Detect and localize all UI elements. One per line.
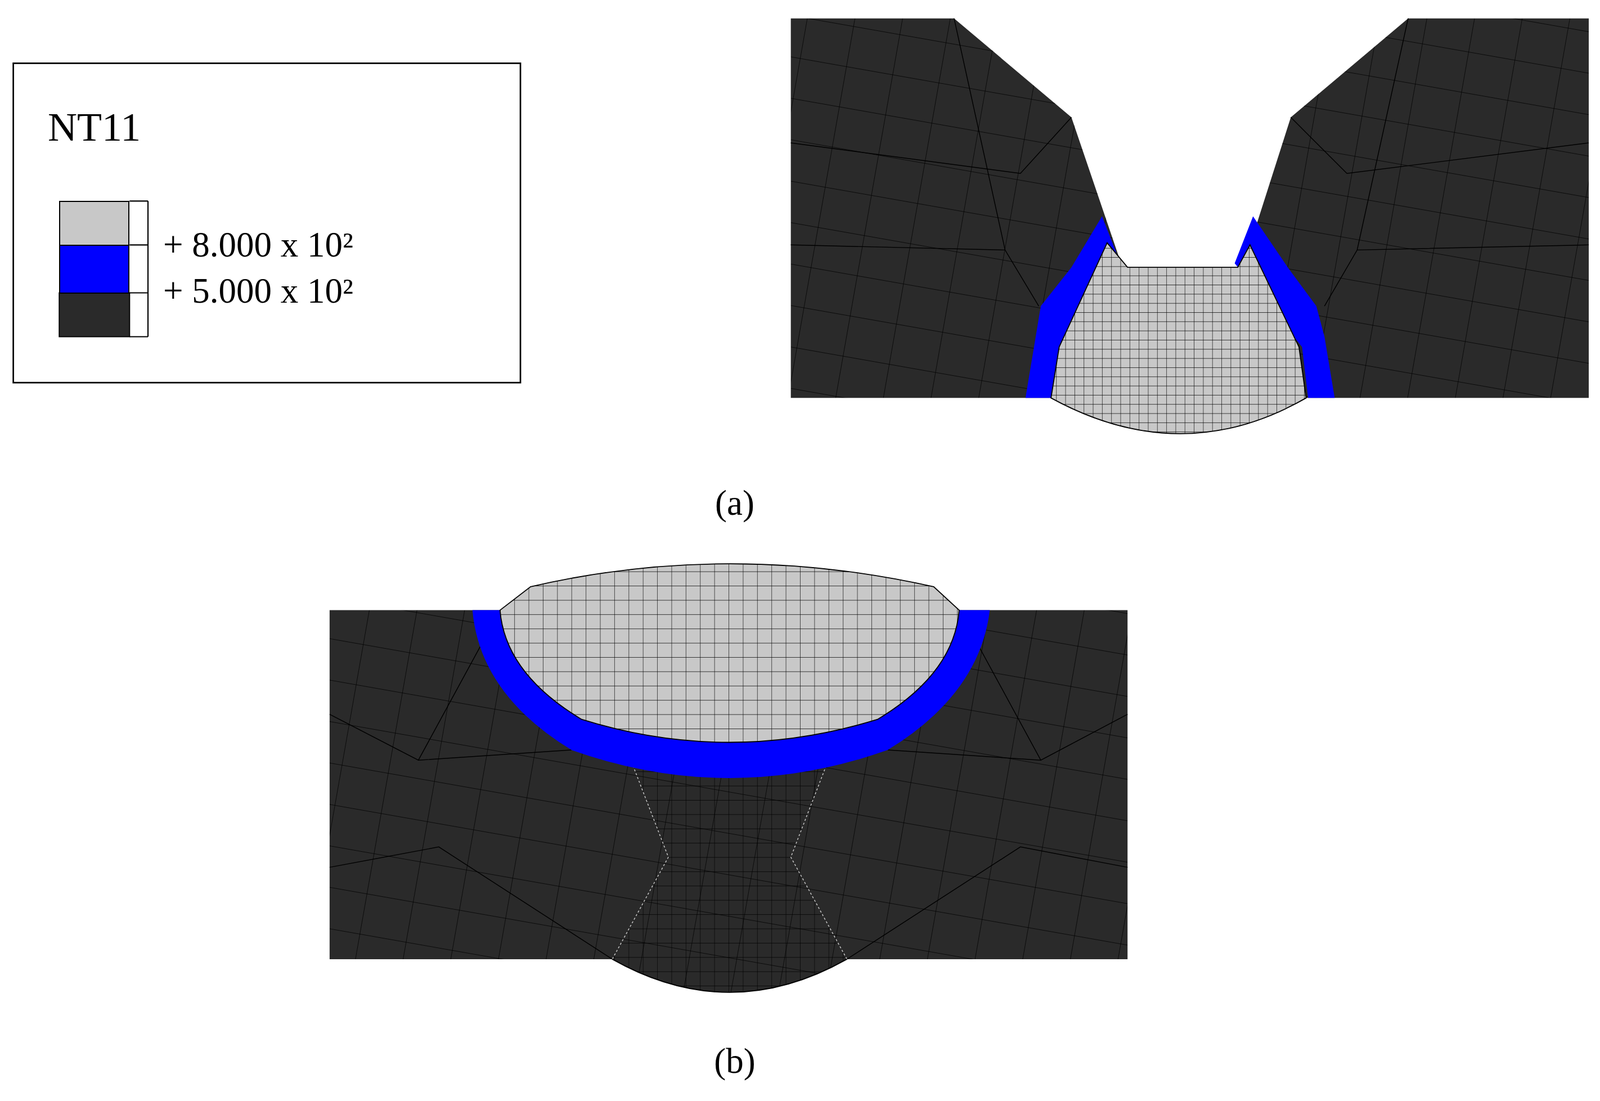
legend-title: NT11 [47, 106, 141, 148]
legend-value: + 5.000 x 10² [163, 273, 354, 309]
subfigure-caption: (b) [713, 1043, 755, 1080]
groove-model-a [790, 18, 1589, 449]
legend-swatch [59, 200, 130, 246]
subfigure-caption: (a) [715, 485, 755, 521]
legend-swatch [59, 244, 130, 294]
legend-value: + 8.000 x 10² [163, 227, 354, 263]
legend-ticks [129, 200, 148, 337]
weld-model-b [329, 550, 1128, 1020]
legend-frame [13, 63, 521, 383]
legend-swatch-dark [59, 293, 130, 337]
